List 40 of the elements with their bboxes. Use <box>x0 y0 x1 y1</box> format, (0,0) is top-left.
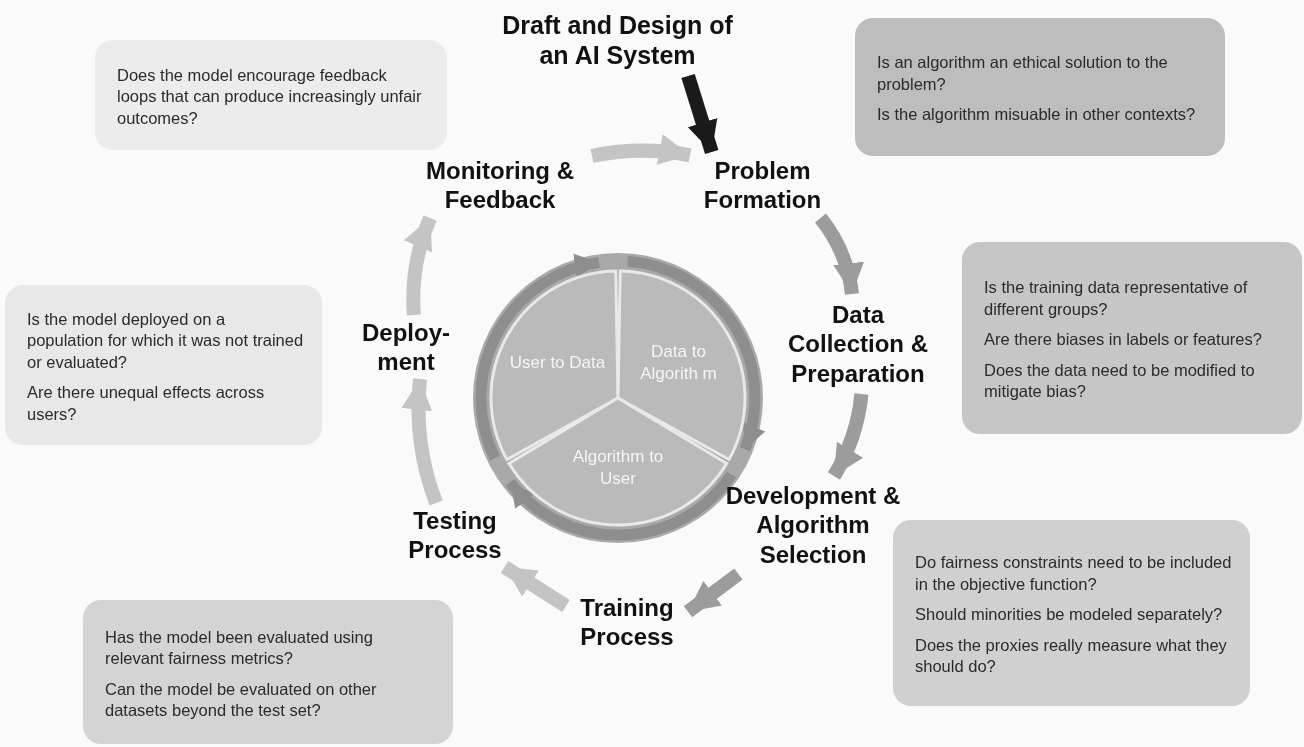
stage-label: Data Collection & Preparation <box>772 294 944 394</box>
block-arrow <box>681 73 719 155</box>
question-text: Are there biases in labels or features? <box>984 329 1263 351</box>
stage-label: Draft and Design of an AI System <box>495 4 740 76</box>
block-arrow <box>500 561 570 612</box>
cycle-arrow <box>505 471 736 541</box>
stage-label: Monitoring & Feedback <box>408 152 592 218</box>
block-arrow <box>827 393 869 480</box>
question-text: Can the model be evaluated on other datasets beyond the test set? <box>105 678 378 721</box>
block-arrow <box>683 568 743 618</box>
segment-label: Algorithm to User <box>571 445 665 490</box>
segment-label: Data to Algorith m <box>639 340 718 386</box>
question-text: Are there unequal effects across users? <box>27 382 266 425</box>
stage-label: Training Process <box>566 590 688 654</box>
question-box <box>962 242 1302 434</box>
question-text: Does the model encourage feedback loops that can produce increasingly unfair outcomes? <box>117 64 423 129</box>
question-text: Does the proxies really measure what they should do? <box>915 634 1228 678</box>
block-arrow <box>590 134 692 165</box>
question-text: Is the training data representative of different groups? <box>984 277 1249 320</box>
question-text: Should minorities be modeled separately? <box>915 604 1224 626</box>
cycle-arrow <box>626 255 765 452</box>
question-text: Is the model deployed on a population for which it was not trained or evaluated? <box>27 308 304 373</box>
block-arrow <box>404 215 437 316</box>
question-box <box>855 18 1225 156</box>
question-text: Is an algorithm an ethical solution to the problem? <box>877 52 1169 95</box>
block-arrow <box>402 378 443 506</box>
wheel-segment <box>509 398 727 525</box>
stage-label: Problem Formation <box>690 152 835 218</box>
question-text: Do fairness constraints need to be included in the objective function? <box>915 552 1232 595</box>
question-text: Is the algorithm misuable in other contexts? <box>877 104 1197 126</box>
segment-label: User to Data <box>508 352 607 374</box>
stage-label: Deploy- ment <box>350 315 462 379</box>
question-text: Has the model been evaluated using relevant fairness metrics? <box>105 626 374 670</box>
question-text: Does the data need to be modified to mitigate bias? <box>984 359 1256 403</box>
stage-label: Development & Algorithm Selection <box>722 476 904 574</box>
cycle-arrow <box>475 255 601 461</box>
block-arrow <box>814 213 864 295</box>
stage-label: Testing Process <box>396 503 514 567</box>
question-box <box>83 600 453 744</box>
question-box <box>893 520 1250 706</box>
